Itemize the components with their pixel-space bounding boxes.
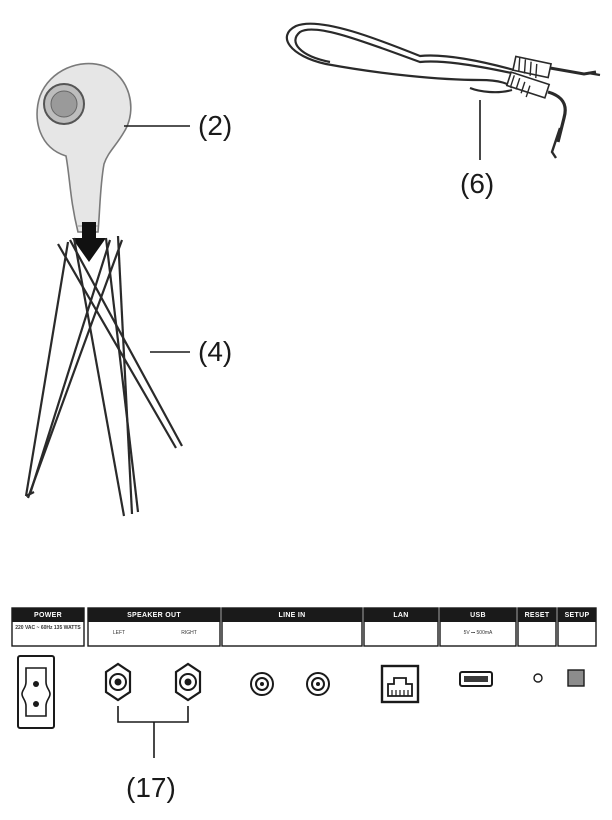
callout-speaker-out: (17) <box>126 772 176 803</box>
power-label: POWER <box>34 612 62 619</box>
reset-pinhole <box>533 673 543 683</box>
stand <box>24 235 183 517</box>
speaker-out-right-terminal <box>174 662 202 702</box>
angled-jack-plug <box>505 71 567 159</box>
setup-label: SETUP <box>564 612 590 619</box>
callout-stand: (4) <box>198 336 233 367</box>
insert-arrow <box>72 222 106 262</box>
speaker-out-left-label: LEFT <box>112 630 126 636</box>
speaker-out-right-label: RIGHT <box>181 630 197 636</box>
lan-label: LAN <box>393 612 409 619</box>
usb-port <box>459 671 493 687</box>
speaker-out-label: SPEAKER OUT <box>127 612 181 619</box>
power-socket <box>17 655 55 729</box>
audio-cable <box>285 22 517 94</box>
microphone <box>36 62 132 233</box>
speaker-out-left-terminal <box>104 662 132 702</box>
line-in-label: LINE IN <box>278 612 306 619</box>
reset-label: RESET <box>524 612 550 619</box>
header-power <box>12 608 84 622</box>
line-in-left-jack <box>250 672 274 696</box>
setup-button <box>567 669 585 687</box>
straight-jack-plug <box>511 55 601 79</box>
usb-sub-label: 5V ⎓ 500mA <box>463 630 493 636</box>
back-panel <box>11 607 597 758</box>
callout-mic: (2) <box>198 110 233 141</box>
line-in-right-jack <box>306 672 330 696</box>
usb-label: USB <box>470 612 486 619</box>
power-spec: 220 VAC ~ 60Hz 135 WATTS <box>15 625 81 631</box>
callout-cable: (6) <box>460 168 495 199</box>
lan-port <box>380 664 420 704</box>
speaker-out-bracket <box>117 706 189 758</box>
